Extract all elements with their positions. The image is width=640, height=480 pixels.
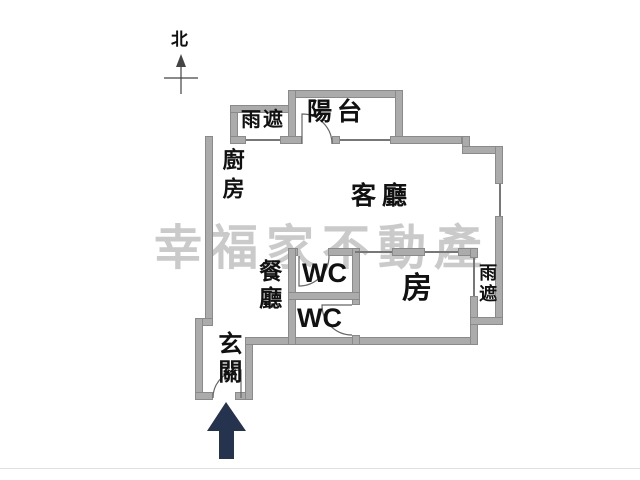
window-line xyxy=(425,251,458,253)
north-arrow-icon xyxy=(164,54,198,94)
room-label-entry: 玄關 xyxy=(213,331,241,387)
room-label-wc-lower: WC xyxy=(297,303,342,333)
wall-segment xyxy=(390,136,462,144)
wall-segment xyxy=(352,248,360,305)
room-label-canopy-right: 雨遮 xyxy=(477,263,498,305)
window-line xyxy=(340,139,390,141)
door-swing-icon xyxy=(321,304,353,336)
door-swing-icon xyxy=(212,369,242,399)
room-label-wc-upper: WC xyxy=(302,258,347,288)
room-label-balcony: 陽台 xyxy=(307,98,368,126)
wall-segment xyxy=(392,248,425,256)
wall-segment xyxy=(470,317,503,325)
wall-segment xyxy=(352,335,360,345)
wall-segment xyxy=(332,136,340,144)
compass-north-label: 北 xyxy=(171,30,188,49)
wall-segment xyxy=(230,136,246,144)
room-label-kitchen: 廚房 xyxy=(219,148,245,206)
room-label-living-room: 客廳 xyxy=(351,182,414,210)
door-swing-icon xyxy=(301,113,333,145)
room-label-dining-room: 餐廳 xyxy=(255,259,282,313)
wall-segment xyxy=(288,292,360,300)
sliding-door-line xyxy=(355,251,392,253)
entrance-arrow-icon xyxy=(207,402,246,459)
wall-segment xyxy=(495,146,503,184)
wall-segment xyxy=(470,248,478,258)
window-line xyxy=(499,184,501,216)
window-line xyxy=(246,139,280,141)
room-label-canopy-top: 雨遮 xyxy=(241,109,285,131)
door-swing-icon xyxy=(298,255,330,287)
window-line xyxy=(473,258,475,296)
page-edge-line xyxy=(0,468,640,469)
room-label-bedroom: 房 xyxy=(402,272,432,305)
